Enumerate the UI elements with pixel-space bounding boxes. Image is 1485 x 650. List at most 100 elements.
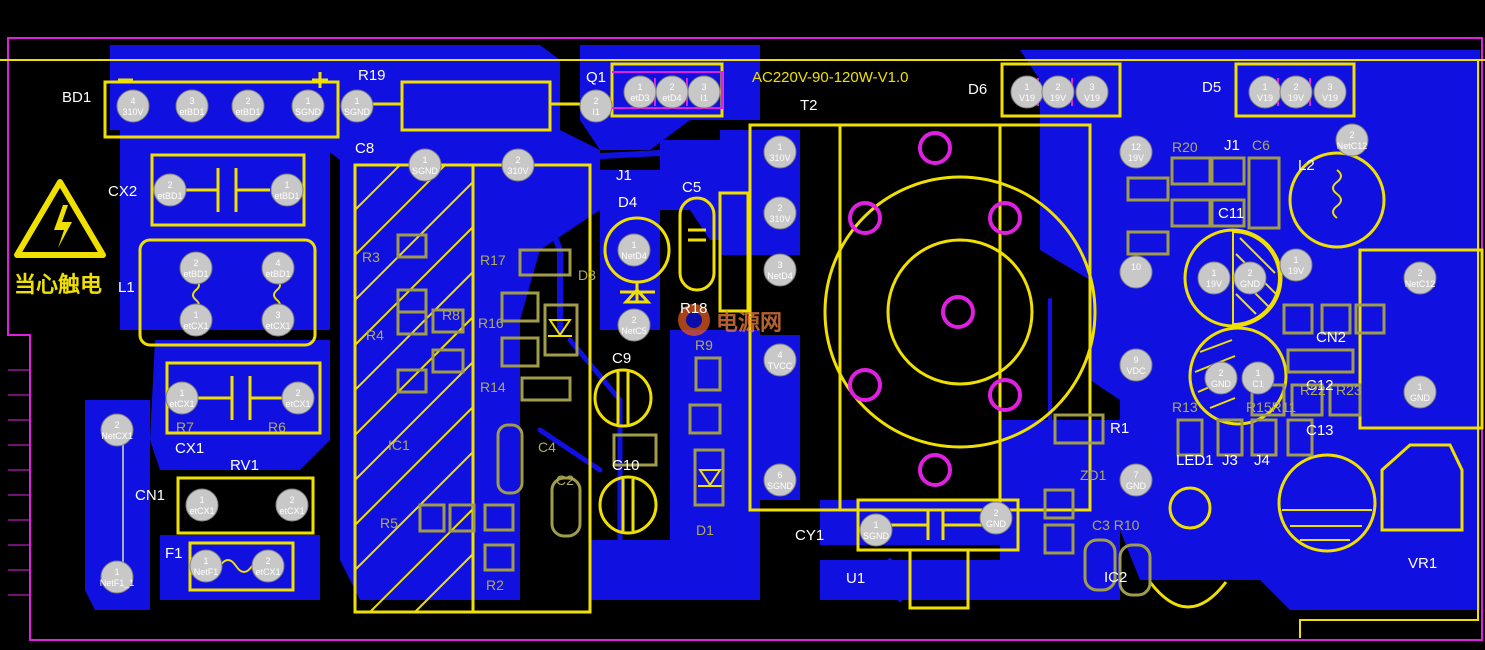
pad-number: 1 — [193, 310, 198, 320]
pad-number: 2 — [515, 155, 520, 165]
pad-net: etBD1 — [157, 191, 182, 201]
watermark: 电源网 — [678, 304, 782, 336]
pad-circle — [763, 196, 797, 230]
pad-net: NetD4 — [767, 271, 793, 281]
pad-circle — [165, 381, 199, 415]
pad-net: 19V — [1288, 93, 1304, 103]
pad-number: 1 — [354, 96, 359, 106]
pad-net: V19 — [1322, 93, 1338, 103]
pad-net: VDC — [1126, 366, 1146, 376]
pad-net: etCX1 — [285, 399, 310, 409]
pad-number: 1 — [199, 495, 204, 505]
pad-circle — [763, 253, 797, 287]
pad-net: 19V — [1206, 279, 1222, 289]
c12-outline — [1188, 326, 1288, 426]
ref-label-c12: C12 — [1306, 377, 1334, 394]
ref-label-j1: J1 — [616, 167, 632, 184]
pad-net: I1 — [700, 93, 708, 103]
pad-net: etBD1 — [265, 269, 290, 279]
ref-label-c13: C13 — [1306, 422, 1334, 439]
pad-number: 2 — [167, 180, 172, 190]
pad-number: 1 — [1293, 255, 1298, 265]
d6-outline — [1000, 62, 1122, 118]
pad-number: 7 — [1133, 470, 1138, 480]
ref-label-f1: F1 — [165, 545, 183, 562]
pad-circle — [179, 303, 213, 337]
pad-layer: 4310V3etBD12etBD11SGND1SGND2I11etD32etD4… — [100, 75, 1437, 594]
ref-label-r23: R23 — [1336, 382, 1362, 398]
pad-circle — [617, 308, 651, 342]
pad-number: 3 — [1089, 82, 1094, 92]
pad-net: SGND — [412, 166, 439, 176]
ref-label-cn2: CN2 — [1316, 329, 1346, 346]
pad-number: 1 — [637, 82, 642, 92]
pad-net: etCX1 — [189, 506, 214, 516]
t2-outline — [748, 123, 1092, 512]
pad-net: GND — [986, 519, 1007, 529]
pad-circle — [270, 173, 304, 207]
ref-label-d4: D4 — [618, 194, 637, 211]
pad-net: V19 — [1257, 93, 1273, 103]
pad-number: 1 — [873, 520, 878, 530]
pad-circle — [1041, 75, 1075, 109]
pad-circle — [100, 560, 134, 594]
pad-circle — [1335, 123, 1369, 157]
pad-net: NetC12 — [1337, 141, 1368, 151]
ref-label-c8: C8 — [355, 140, 374, 157]
pad-48: 1C1 — [1241, 361, 1275, 395]
pad-number: 2 — [593, 96, 598, 106]
ref-label-rv1: RV1 — [230, 457, 259, 474]
c5-outline — [678, 196, 716, 292]
board-title: AC220V-90-120W-V1.0 — [752, 69, 908, 86]
pad-number: 1 — [631, 240, 636, 250]
ref-label-d3: D3 — [578, 267, 596, 283]
pad-number: 2 — [777, 203, 782, 213]
pad-circle — [763, 343, 797, 377]
pad-number: 4 — [275, 258, 280, 268]
pad-number: 1 — [284, 180, 289, 190]
pad-net: 19V — [1128, 153, 1144, 163]
pad-circle — [185, 488, 219, 522]
ref-label-j1b: J1 — [1224, 137, 1240, 154]
pad-circle — [1279, 248, 1313, 282]
ref-label-u1: U1 — [846, 570, 865, 587]
pad-net: etBD1 — [235, 107, 260, 117]
cn2-outline — [1358, 248, 1484, 430]
pad-circle — [179, 251, 213, 285]
pad-circle — [116, 89, 150, 123]
pad-circle — [1241, 361, 1275, 395]
pad-circle — [281, 381, 315, 415]
pad-circle — [340, 89, 374, 123]
ref-label-l1: L1 — [118, 279, 135, 296]
ref-label-c2: C2 — [556, 472, 574, 488]
ref-label-l2: L2 — [1298, 157, 1315, 174]
pad-circle — [153, 173, 187, 207]
pad-circle — [579, 89, 613, 123]
pad-number: 2 — [245, 96, 250, 106]
pad-circle — [231, 89, 265, 123]
pad-net: etCX1 — [183, 321, 208, 331]
ref-label-ic2: IC2 — [1104, 569, 1127, 586]
pad-number: 4 — [130, 96, 135, 106]
warning-text: 当心触电 — [14, 272, 102, 297]
pad-net: etD4 — [662, 93, 681, 103]
pad-number: 2 — [193, 258, 198, 268]
pad-net: C1 — [1252, 379, 1264, 389]
